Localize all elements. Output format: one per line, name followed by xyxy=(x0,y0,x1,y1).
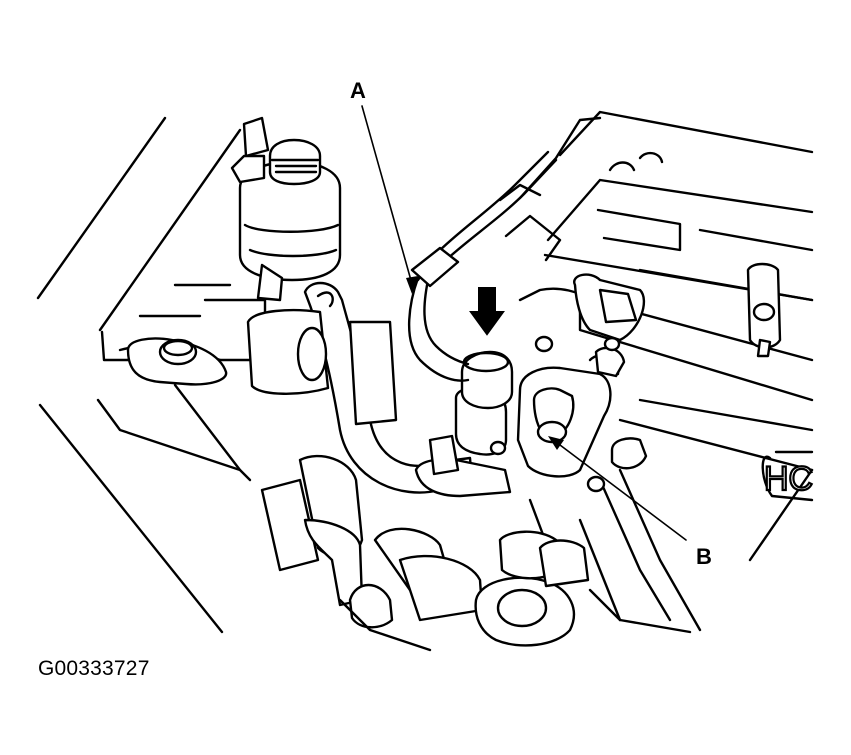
callout-a-label: A xyxy=(350,78,366,103)
emblem-text: HC xyxy=(764,460,813,498)
engine-cover-emblem: HC xyxy=(761,450,814,502)
figure-id: G00333727 xyxy=(38,657,150,680)
engine-block xyxy=(504,110,814,632)
radiator-support xyxy=(96,283,292,482)
fender-edges xyxy=(36,116,242,634)
wire-harness xyxy=(408,150,558,382)
component-b xyxy=(489,335,626,493)
hose-center xyxy=(414,350,514,498)
callout-b-label: B xyxy=(696,544,712,569)
lower-components xyxy=(338,530,692,652)
coolant-reservoir xyxy=(230,116,342,302)
callout-a: A xyxy=(350,78,418,294)
callout-b: B xyxy=(548,436,712,569)
hoses-left xyxy=(246,281,484,629)
down-arrow-icon xyxy=(469,287,505,336)
